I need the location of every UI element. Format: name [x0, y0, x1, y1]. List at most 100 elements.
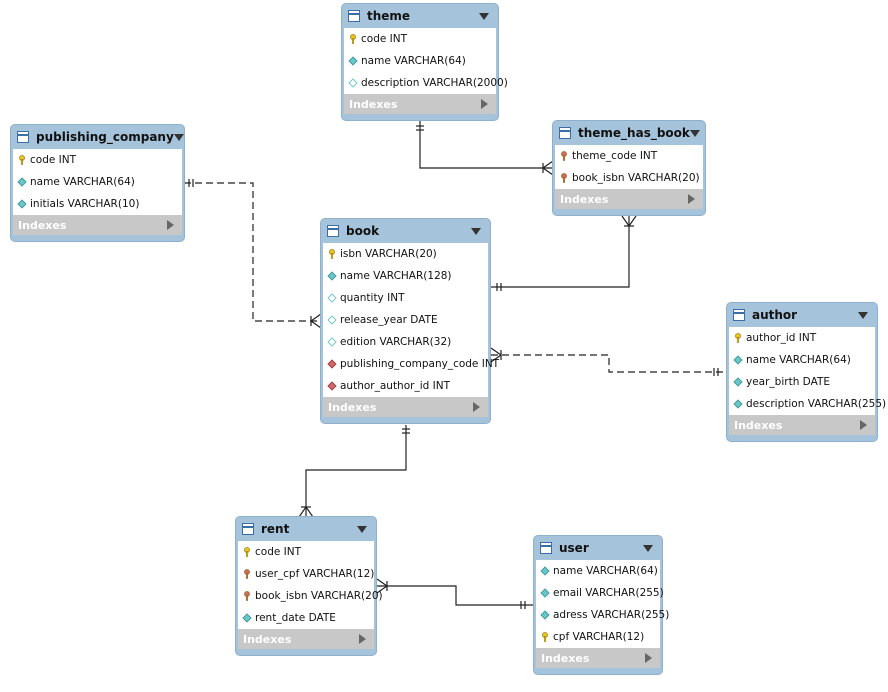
table-book[interactable]: book isbn VARCHAR(20) name VARCHAR(128) qua…	[320, 218, 499, 424]
relationship-author-book[interactable]	[490, 347, 727, 376]
column-row[interactable]: code INT	[13, 149, 182, 171]
column-text: adress VARCHAR(255)	[553, 609, 670, 621]
column-row[interactable]: name VARCHAR(64)	[729, 349, 875, 371]
table-header[interactable]: book	[321, 219, 490, 243]
collapse-arrow-icon[interactable]	[471, 227, 481, 235]
column-row[interactable]: adress VARCHAR(255)	[536, 604, 669, 626]
column-text: rent_date DATE	[255, 612, 336, 624]
column-list: name VARCHAR(64) email VARCHAR(255) adress…	[536, 560, 669, 648]
primary-key-icon	[242, 547, 252, 557]
column-row[interactable]: book_isbn VARCHAR(20)	[555, 167, 703, 189]
collapse-arrow-icon[interactable]	[173, 133, 184, 141]
table-header[interactable]: theme	[342, 4, 498, 28]
column-text: edition VARCHAR(32)	[340, 336, 452, 348]
relationship-book-rent[interactable]	[298, 425, 410, 518]
table-name: theme_has_book	[578, 126, 690, 140]
table-icon	[559, 127, 571, 139]
column-icon	[733, 355, 743, 365]
table-header[interactable]: theme_has_book	[553, 121, 705, 145]
column-row[interactable]: name VARCHAR(128)	[323, 265, 488, 287]
column-row[interactable]: edition VARCHAR(32)	[323, 331, 488, 353]
column-text: author_author_id INT	[340, 380, 450, 392]
relationship-user-rent[interactable]	[376, 578, 534, 609]
primary-key-icon	[733, 333, 743, 343]
relationship-publishing-company-book[interactable]	[184, 179, 322, 329]
column-text: name VARCHAR(128)	[340, 270, 452, 282]
column-row[interactable]: name VARCHAR(64)	[13, 171, 182, 193]
expand-arrow-icon[interactable]	[473, 402, 480, 412]
column-row[interactable]: publishing_company_code INT	[323, 353, 499, 375]
column-row[interactable]: description VARCHAR(255)	[729, 393, 886, 415]
expand-arrow-icon[interactable]	[167, 220, 174, 230]
expand-arrow-icon[interactable]	[860, 420, 867, 430]
column-text: name VARCHAR(64)	[553, 565, 658, 577]
expand-arrow-icon[interactable]	[481, 99, 488, 109]
expand-arrow-icon[interactable]	[359, 634, 366, 644]
table-header[interactable]: user	[534, 536, 662, 560]
column-icon	[17, 199, 27, 209]
expand-arrow-icon[interactable]	[645, 653, 652, 663]
indexes-section[interactable]: Indexes	[238, 629, 374, 649]
column-row[interactable]: year_birth DATE	[729, 371, 875, 393]
foreign-primary-key-icon	[559, 173, 569, 183]
column-row[interactable]: user_cpf VARCHAR(12)	[238, 563, 374, 585]
column-row[interactable]: code INT	[238, 541, 374, 563]
relationship-theme-theme-has-book[interactable]	[416, 121, 554, 176]
table-user[interactable]: user name VARCHAR(64) email VARCHAR(255) ad…	[533, 535, 669, 675]
column-row[interactable]: initials VARCHAR(10)	[13, 193, 182, 215]
column-text: isbn VARCHAR(20)	[340, 248, 437, 260]
column-row[interactable]: code INT	[344, 28, 496, 50]
column-text: name VARCHAR(64)	[30, 176, 135, 188]
indexes-label: Indexes	[349, 97, 398, 111]
column-row[interactable]: quantity INT	[323, 287, 488, 309]
column-text: initials VARCHAR(10)	[30, 198, 140, 210]
foreign-key-icon	[327, 381, 337, 391]
relationship-book-theme-has-book[interactable]	[491, 215, 637, 291]
table-icon	[17, 131, 29, 143]
collapse-arrow-icon[interactable]	[643, 544, 653, 552]
indexes-label: Indexes	[328, 400, 377, 414]
expand-arrow-icon[interactable]	[688, 194, 695, 204]
column-icon	[733, 399, 743, 409]
column-row[interactable]: isbn VARCHAR(20)	[323, 243, 488, 265]
column-row[interactable]: email VARCHAR(255)	[536, 582, 664, 604]
collapse-arrow-icon[interactable]	[689, 129, 700, 137]
column-text: cpf VARCHAR(12)	[553, 631, 645, 643]
column-row[interactable]: book_isbn VARCHAR(20)	[238, 585, 383, 607]
primary-key-icon	[17, 155, 27, 165]
indexes-section[interactable]: Indexes	[323, 397, 488, 417]
table-header[interactable]: rent	[236, 517, 376, 541]
table-header[interactable]: author	[727, 303, 877, 327]
column-row[interactable]: name VARCHAR(64)	[344, 50, 496, 72]
column-row[interactable]: rent_date DATE	[238, 607, 374, 629]
column-row[interactable]: name VARCHAR(64)	[536, 560, 660, 582]
indexes-section[interactable]: Indexes	[344, 94, 496, 114]
indexes-section[interactable]: Indexes	[13, 215, 182, 235]
column-row[interactable]: cpf VARCHAR(12)	[536, 626, 660, 648]
column-row[interactable]: author_id INT	[729, 327, 875, 349]
indexes-section[interactable]: Indexes	[729, 415, 875, 435]
column-row[interactable]: release_year DATE	[323, 309, 488, 331]
column-text: code INT	[255, 546, 302, 558]
collapse-arrow-icon[interactable]	[357, 525, 367, 533]
column-text: user_cpf VARCHAR(12)	[255, 568, 375, 580]
indexes-section[interactable]: Indexes	[536, 648, 660, 668]
table-header[interactable]: publishing_company	[11, 125, 184, 149]
indexes-section[interactable]: Indexes	[555, 189, 703, 209]
column-icon	[242, 613, 252, 623]
table-rent[interactable]: rent code INT user_cpf VARCHAR(12) book_isb…	[235, 516, 383, 656]
table-icon	[540, 542, 552, 554]
column-row[interactable]: author_author_id INT	[323, 375, 488, 397]
collapse-arrow-icon[interactable]	[479, 12, 489, 20]
column-row[interactable]: theme_code INT	[555, 145, 703, 167]
column-row[interactable]: description VARCHAR(2000)	[344, 72, 508, 94]
column-list: code INT name VARCHAR(64) initials VARCHAR…	[13, 149, 182, 215]
collapse-arrow-icon[interactable]	[858, 311, 868, 319]
